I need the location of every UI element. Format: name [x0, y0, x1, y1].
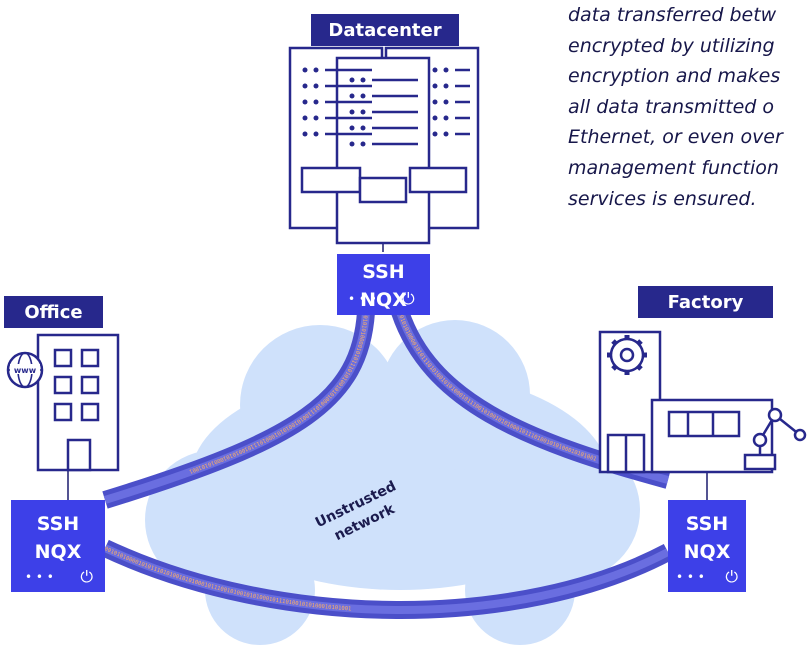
office-label: Office: [4, 296, 103, 328]
datacenter-servers-icon: [288, 46, 480, 245]
description-line: data transferred betw: [568, 4, 777, 26]
ssh-nqx-device-datacenter: SSH NQX: [337, 254, 430, 315]
robot-arm-icon: [743, 407, 807, 471]
gear-icon: [607, 335, 647, 375]
power-icon: ⏻: [402, 289, 415, 308]
ssh-nqx-device-office: SSH NQX • • • ⏻: [11, 500, 105, 592]
globe-icon: www: [6, 351, 44, 389]
power-icon: ⏻: [80, 567, 93, 586]
device-line1: SSH: [685, 513, 729, 535]
device-dots: • • •: [348, 292, 377, 306]
office-building-icon: [36, 333, 120, 472]
device-dots: • • •: [676, 570, 705, 584]
ssh-nqx-device-factory: SSH NQX • • • ⏻: [668, 500, 746, 592]
description-line: services is ensured.: [568, 187, 757, 210]
power-icon: ⏻: [725, 567, 738, 586]
device-line1: SSH: [362, 261, 405, 283]
device-line2: NQX: [34, 541, 82, 563]
svg-text:www: www: [14, 366, 37, 375]
factory-label: Factory: [638, 286, 773, 318]
device-line1: SSH: [36, 513, 80, 535]
description-line: encryption and makes: [568, 65, 781, 88]
description-line: all data transmitted o: [568, 95, 775, 118]
device-dots: • • •: [25, 570, 54, 584]
description-line: management function: [568, 156, 779, 179]
description-text: data transferred betw encrypted by utili…: [568, 0, 809, 214]
factory-building-icon: [598, 330, 774, 474]
device-line2: NQX: [683, 541, 731, 563]
description-line: Ethernet, or even over: [568, 126, 783, 149]
description-line: encrypted by utilizing: [568, 34, 775, 57]
datacenter-label: Datacenter: [311, 14, 459, 46]
device-line2: NQX: [360, 289, 407, 311]
